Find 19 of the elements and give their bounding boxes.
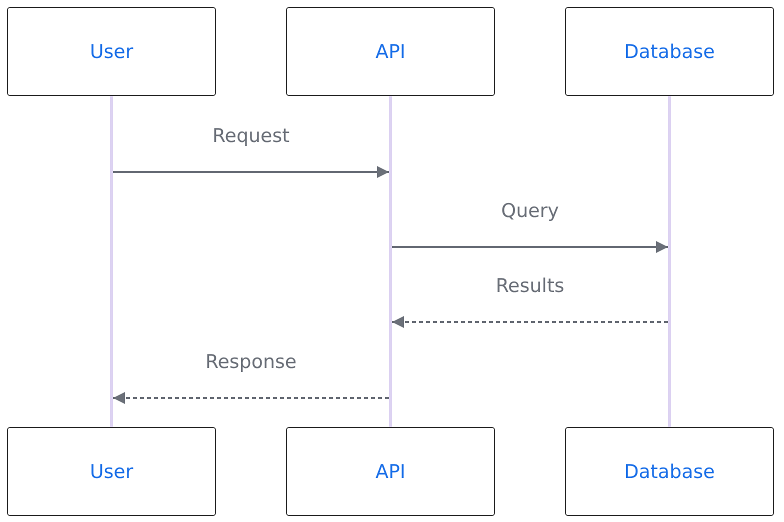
participant-name: Database [624,40,715,62]
lifeline [110,96,113,427]
lifeline [389,96,392,427]
participant-box [7,7,216,96]
participant-name: User [90,40,134,62]
message-arrow [113,166,389,178]
participant-name: API [375,460,406,482]
lifeline [668,96,671,427]
return-arrow [392,316,668,328]
participant-box [565,427,774,516]
participant-box [286,7,495,96]
participant-box [286,427,495,516]
participant-box [565,7,774,96]
return-arrow [113,392,389,404]
participant-name: Database [624,460,715,482]
participant-name: User [90,460,134,482]
message-arrow [392,241,668,253]
participant-name: API [375,40,406,62]
participant-box [7,427,216,516]
